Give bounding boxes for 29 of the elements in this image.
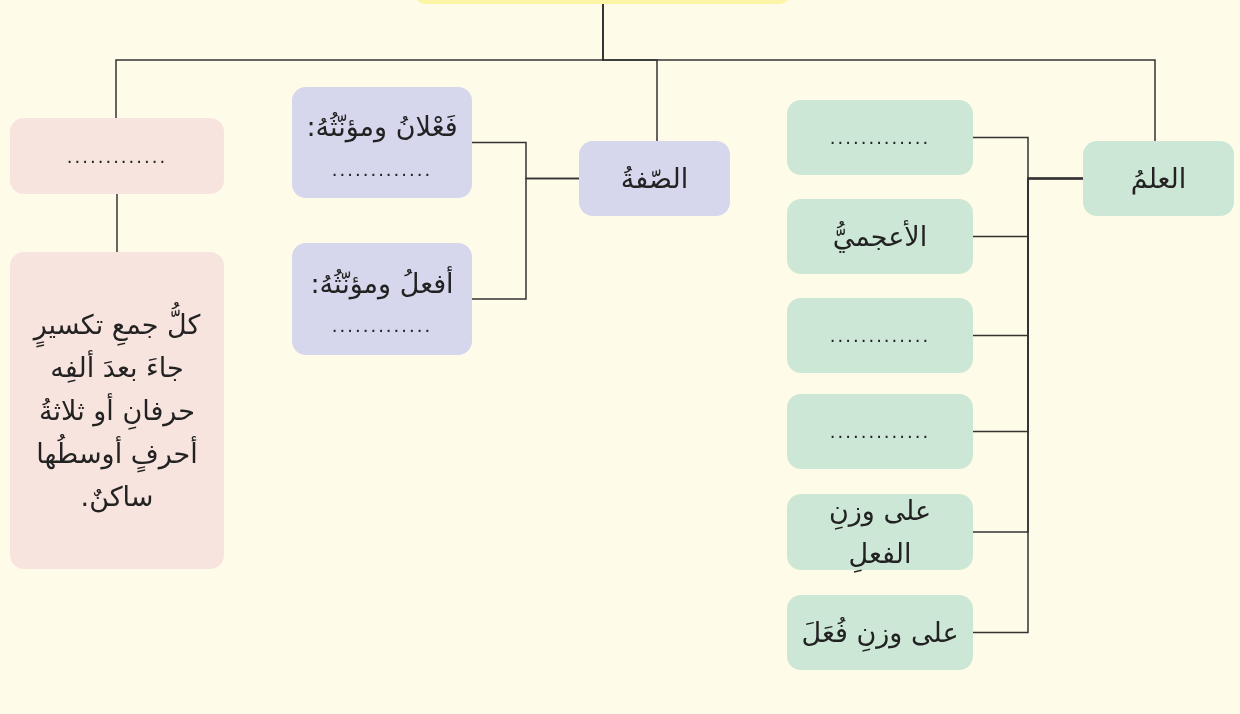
- box-text: كلُّ جمعِ تكسيرٍ جاءَ بعدَ ألفِه حرفانِ أو ثلاثةُ أحرفٍ أوسطُها ساكنٌ.: [32, 302, 202, 519]
- fill-in-line: .............: [331, 315, 433, 337]
- box-text: على وزنِ الفعلِ: [797, 488, 963, 576]
- connector-line: [116, 193, 118, 253]
- category-box: [579, 141, 730, 216]
- category-box: [292, 243, 472, 355]
- box-text: على وزنِ فُعَلَ: [801, 610, 959, 655]
- fill-in-line: .............: [829, 127, 931, 148]
- category-box: [787, 298, 973, 373]
- connector-line: [972, 177, 1084, 634]
- box-text: الصّفةُ: [620, 161, 689, 196]
- connector-line: [115, 3, 604, 119]
- category-box: [787, 595, 973, 670]
- fill-in-line: .............: [66, 145, 168, 167]
- fill-in-line: .............: [331, 158, 433, 180]
- fill-in-line: .............: [829, 421, 931, 442]
- category-box: [787, 199, 973, 274]
- category-box: [787, 394, 973, 469]
- box-text: العلمُ: [1130, 161, 1187, 197]
- category-box: [1083, 141, 1234, 216]
- category-box: [292, 87, 472, 198]
- box-text: أفعلُ ومؤنّثُهُ:: [310, 265, 454, 302]
- box-text: الأعجميُّ: [832, 219, 928, 255]
- box-text: فَعْلانُ ومؤنّثُهُ:: [306, 110, 458, 145]
- category-box: [787, 100, 973, 175]
- category-box: [10, 118, 224, 194]
- category-box: [10, 252, 224, 569]
- connector-line: [471, 177, 580, 300]
- fill-in-line: .............: [829, 325, 931, 346]
